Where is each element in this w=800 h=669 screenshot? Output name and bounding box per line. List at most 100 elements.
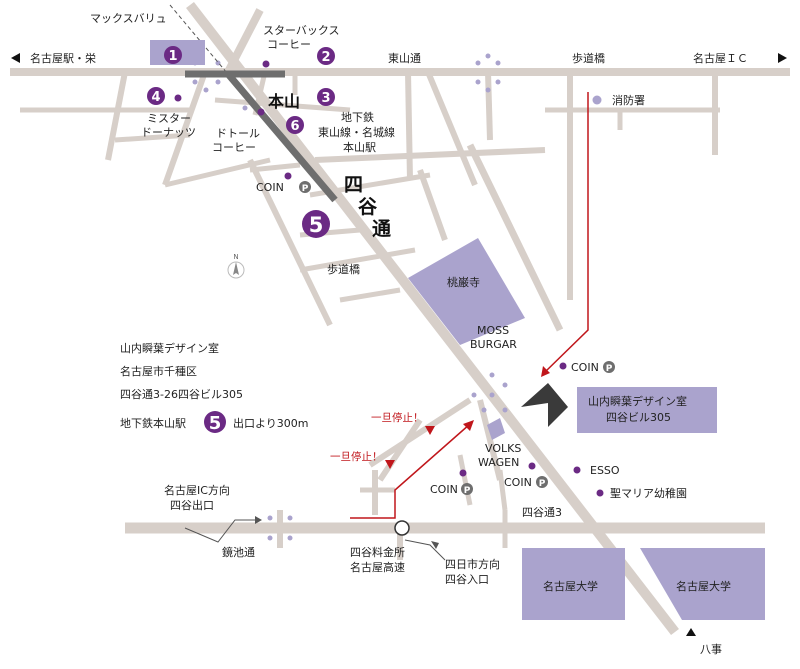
svg-text:5: 5 <box>309 213 324 237</box>
label-hachiji: 八事 <box>700 643 722 656</box>
label-ic-dir-2: 四谷出口 <box>170 498 214 512</box>
label-temple: 桃巌寺 <box>447 275 480 289</box>
parking-icon: P <box>299 181 311 194</box>
univ-block-2 <box>640 548 765 620</box>
label-subway-1: 地下鉄 <box>341 110 374 124</box>
label-yotsuya-char-1: 四 <box>344 174 363 196</box>
label-doutor-1: ドトール <box>216 127 260 140</box>
label-stop-1: 一旦停止！ <box>371 411 424 424</box>
north-label: N <box>233 253 238 261</box>
label-nagoya-sakae: 名古屋駅・栄 <box>30 51 96 65</box>
label-subway-3: 本山駅 <box>343 140 376 154</box>
label-misuta-1: ミスター <box>147 112 191 125</box>
route-arrow-head-2 <box>463 420 474 431</box>
marker-1: 1 <box>164 46 182 64</box>
svg-text:P: P <box>464 486 471 496</box>
svg-text:1: 1 <box>168 49 177 64</box>
label-higashiyama: 東山通 <box>388 52 421 65</box>
label-yotsuya-char-3: 通 <box>372 218 392 240</box>
label-coin-1: COIN <box>256 181 284 194</box>
ic-arrow-head <box>255 516 262 524</box>
parking-icon: P <box>603 361 615 374</box>
arrow-down-icon <box>686 628 696 636</box>
stop-arrow-1 <box>425 426 435 435</box>
marker-2: 2 <box>317 47 335 65</box>
label-toll-1: 四谷料金所 <box>350 545 405 559</box>
stop-arrow-2 <box>385 460 395 469</box>
route-arrow-head-1 <box>541 366 550 377</box>
parking-icon: P <box>461 483 473 496</box>
label-doutor-2: コーヒー <box>212 141 256 154</box>
univ-block-1 <box>522 548 625 620</box>
label-coin-4: COIN <box>504 476 532 489</box>
label-kyochi: 鏡池通 <box>222 545 255 559</box>
label-kindergarten: 聖マリア幼稚園 <box>610 487 687 500</box>
address-marker-5-label: 5 <box>209 413 222 434</box>
marker-4: 4 <box>147 87 165 105</box>
svg-text:3: 3 <box>321 91 330 106</box>
address-line-4b: 出口より300m <box>233 416 309 430</box>
svg-text:2: 2 <box>321 50 330 65</box>
poi-dots <box>174 60 604 497</box>
marker-6: 6 <box>286 116 304 134</box>
address-line-2: 名古屋市千種区 <box>120 364 197 378</box>
temple-block <box>408 238 525 345</box>
address-line-4a: 地下鉄本山駅 <box>120 416 186 430</box>
label-target-1: 山内瞬葉デザイン室 <box>588 394 687 408</box>
label-vw-1: VOLKS <box>485 442 521 455</box>
label-hodokyo-mid: 歩道橋 <box>327 262 360 276</box>
label-fire: 消防署 <box>612 93 645 107</box>
label-starbucks-2: コーヒー <box>267 38 311 51</box>
label-yotsuya3: 四谷通3 <box>522 506 562 519</box>
label-hodokyo-top: 歩道橋 <box>572 51 605 65</box>
parking-icon: P <box>536 476 548 489</box>
label-univ-1: 名古屋大学 <box>543 579 598 593</box>
label-coin-3: COIN <box>430 483 458 496</box>
address-line-3: 四谷通3-26四谷ビル305 <box>120 388 243 401</box>
ic-arrow <box>184 519 258 543</box>
label-coin-2: COIN <box>571 361 599 374</box>
marker-3: 3 <box>317 88 335 106</box>
vw-block <box>487 418 505 440</box>
route-arrows <box>350 92 589 519</box>
label-ic-dir-1: 名古屋IC方向 <box>164 483 230 497</box>
subway-line <box>185 70 338 203</box>
label-motoyama: 本山 <box>268 92 300 111</box>
label-yokkaichi-2: 四谷入口 <box>445 573 489 586</box>
arrow-right-icon <box>778 53 787 63</box>
label-vw-2: WAGEN <box>478 456 519 469</box>
svg-text:P: P <box>539 479 546 489</box>
target-label-box <box>577 387 717 433</box>
label-stop-2: 一旦停止！ <box>330 450 383 463</box>
label-target-2: 四谷ビル305 <box>606 411 671 424</box>
label-moss-1: MOSS <box>477 324 509 337</box>
toll-gate <box>394 520 410 536</box>
label-max-valu: マックスバリュ <box>90 12 167 25</box>
north-icon: N <box>227 253 245 279</box>
address-line-1: 山内瞬葉デザイン室 <box>120 341 219 355</box>
label-nagoya-ic: 名古屋ＩＣ <box>693 51 748 65</box>
yokkaichi-arrow-head <box>431 541 439 549</box>
label-toll-2: 名古屋高速 <box>350 560 405 574</box>
address-marker-5 <box>204 411 226 433</box>
label-subway-2: 東山線・名城線 <box>318 125 395 139</box>
svg-text:P: P <box>302 184 309 194</box>
intersection-dots <box>192 53 508 541</box>
arrow-left-icon <box>11 53 20 63</box>
marker-5: 5 <box>302 210 330 238</box>
address-block: 山内瞬葉デザイン室 名古屋市千種区 四谷通3-26四谷ビル305 地下鉄本山駅 … <box>120 341 309 434</box>
target-building <box>521 383 568 427</box>
label-starbucks-1: スターバックス <box>263 24 340 37</box>
label-yotsuya-char-2: 谷 <box>358 196 378 218</box>
label-misuta-2: ドーナッツ <box>141 126 196 139</box>
svg-text:4: 4 <box>151 90 160 105</box>
svg-text:P: P <box>606 364 613 374</box>
label-moss-2: BURGAR <box>470 338 517 351</box>
label-univ-2: 名古屋大学 <box>676 579 731 593</box>
yokkaichi-arrow <box>404 539 446 561</box>
svg-text:6: 6 <box>290 119 299 134</box>
road-network <box>10 1 790 636</box>
label-esso: ESSO <box>590 464 620 477</box>
label-yokkaichi-1: 四日市方向 <box>445 557 500 571</box>
